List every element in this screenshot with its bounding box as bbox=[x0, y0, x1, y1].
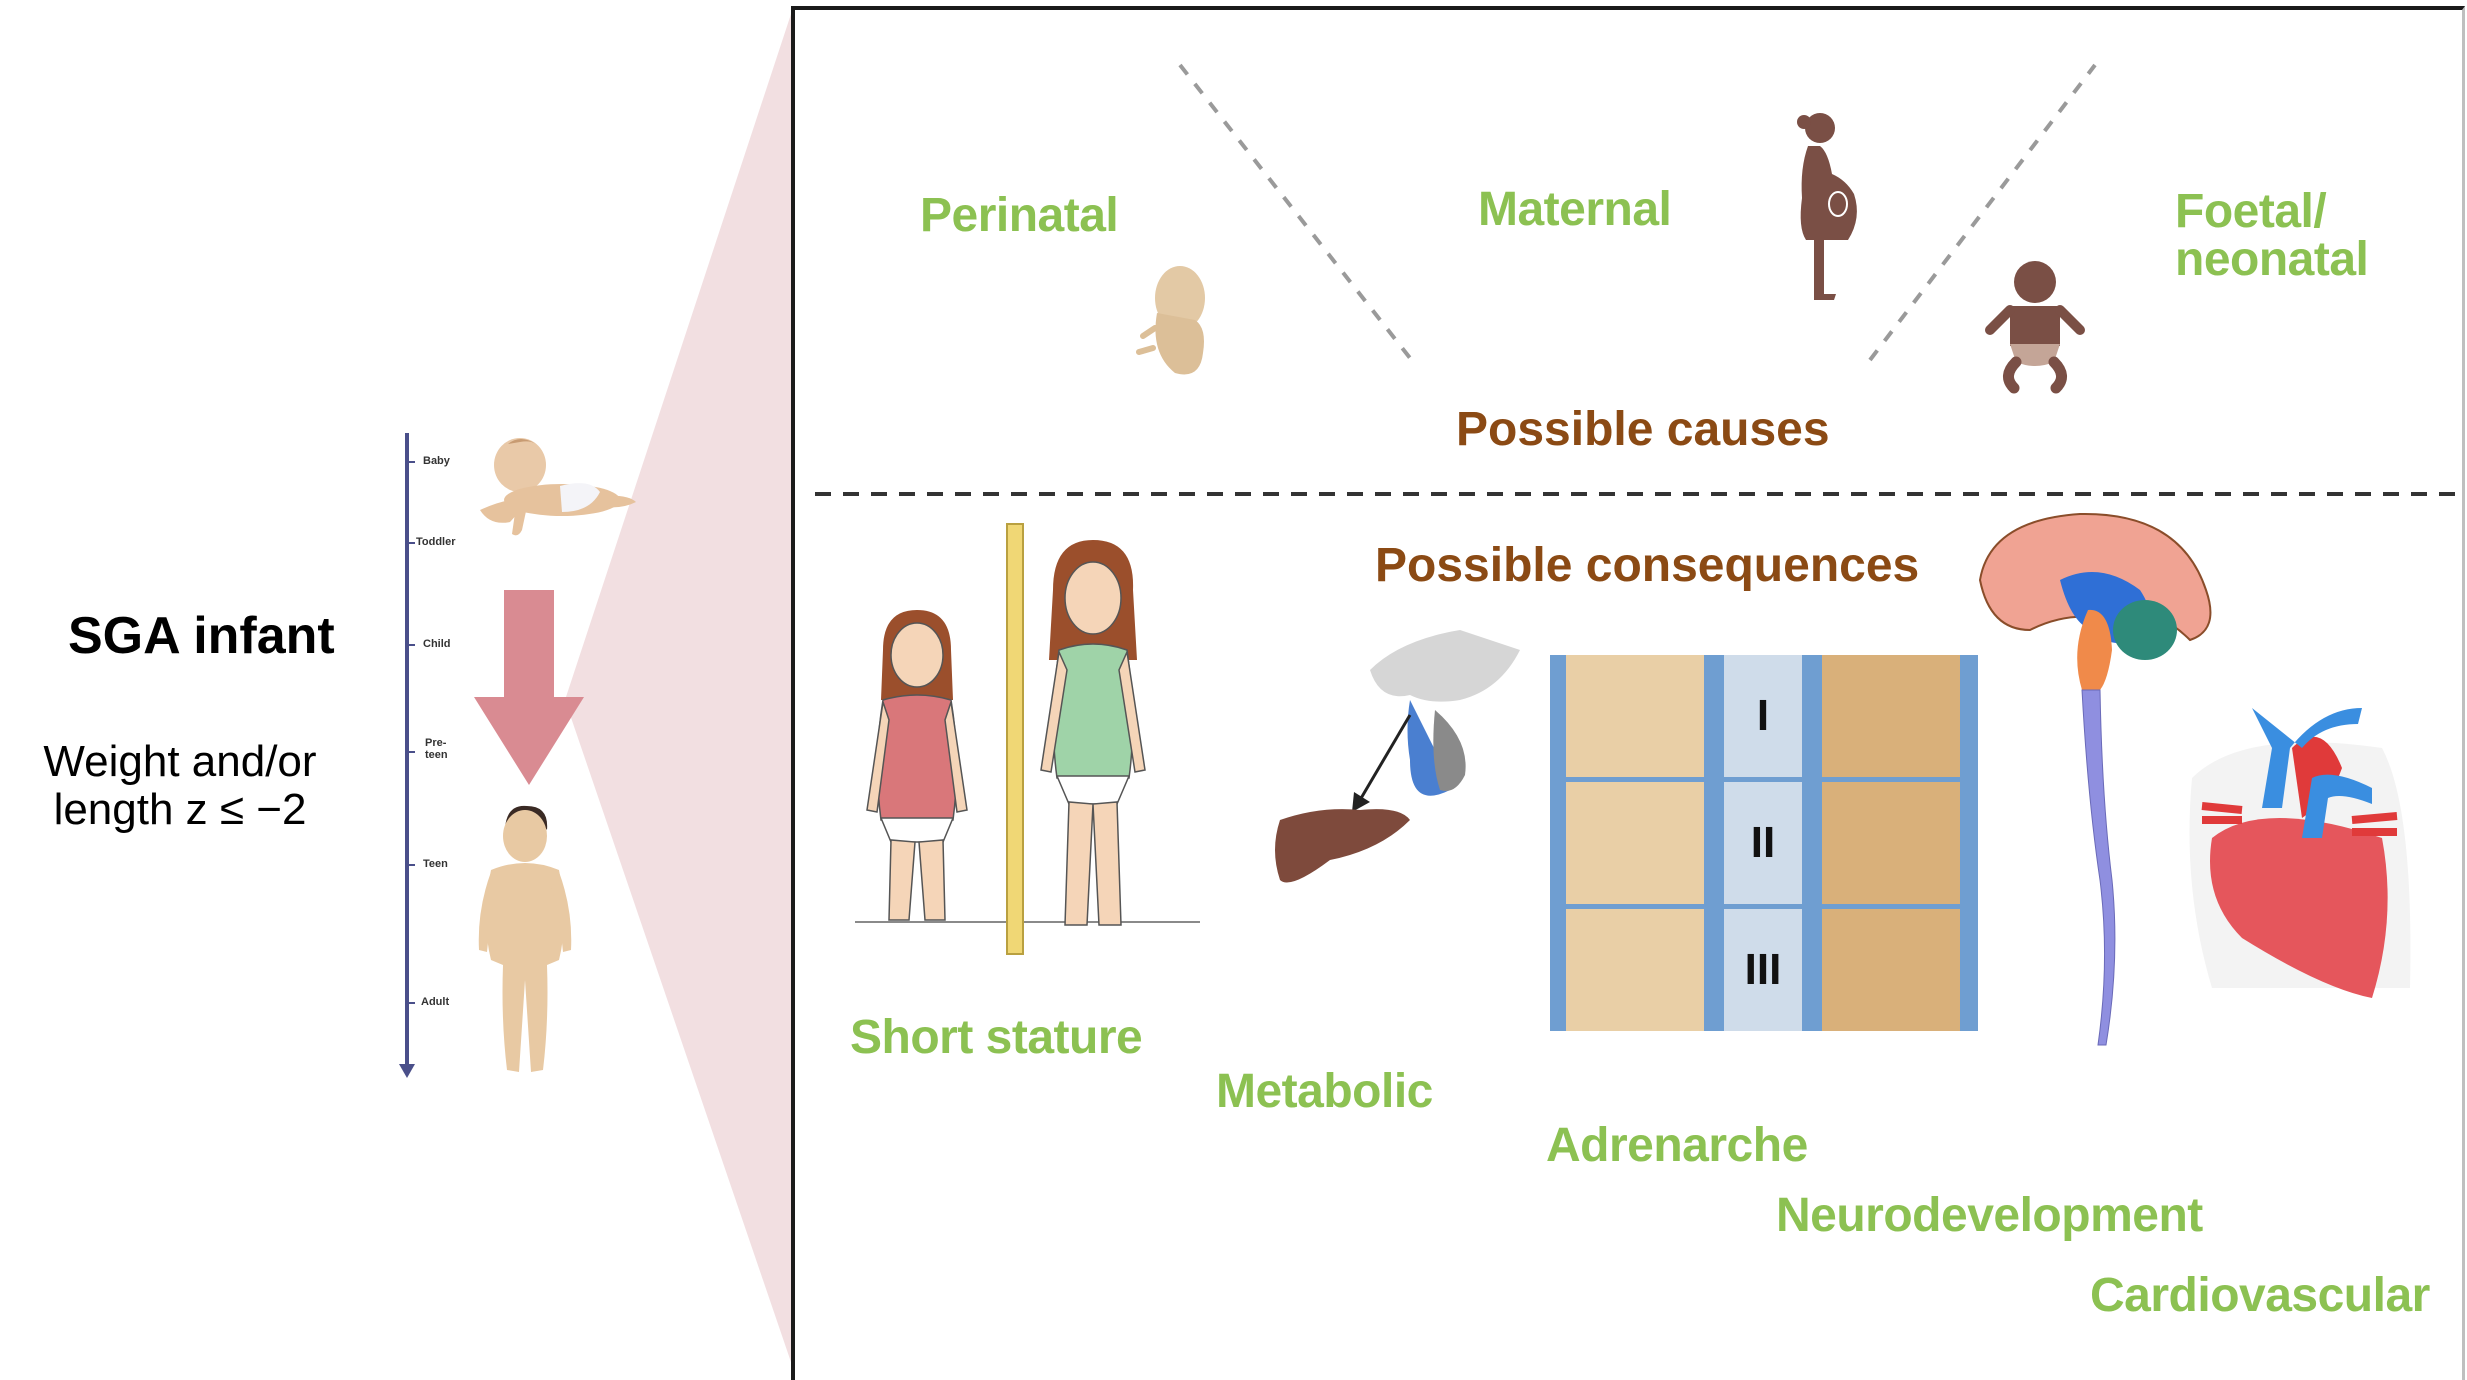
possible-causes-heading: Possible causes bbox=[1456, 403, 1830, 456]
stage-3-male bbox=[1822, 909, 1960, 1031]
stage-2-label: II bbox=[1724, 782, 1802, 904]
growth-down-arrow-icon bbox=[474, 590, 584, 785]
overweight-child-icon bbox=[478, 805, 572, 1072]
height-comparison-illustration bbox=[855, 523, 1200, 955]
stage-3-female bbox=[1566, 909, 1704, 1031]
age-timeline-axis bbox=[399, 433, 415, 1078]
timeline-label-child: Child bbox=[423, 638, 451, 650]
neonatal-line: neonatal bbox=[2175, 233, 2369, 286]
stage-1-female bbox=[1566, 655, 1704, 777]
timeline-label-toddler: Toddler bbox=[416, 536, 456, 548]
timeline-label-baby: Baby bbox=[423, 455, 450, 467]
consequence-neurodevelopment-label: Neurodevelopment bbox=[1776, 1189, 2203, 1242]
sga-infant-title: SGA infant bbox=[68, 607, 335, 665]
stage-1-male bbox=[1822, 655, 1960, 777]
foetal-line: Foetal/ bbox=[2175, 185, 2327, 238]
timeline-label-teen: Teen bbox=[423, 858, 448, 870]
crawling-baby-icon bbox=[480, 438, 636, 536]
timeline-label-adult: Adult bbox=[421, 996, 450, 1008]
pregnant-woman-icon bbox=[1797, 113, 1857, 300]
consequence-short-stature-label: Short stature bbox=[850, 1011, 1143, 1064]
possible-consequences-heading: Possible consequences bbox=[1375, 539, 1920, 592]
stage-2-female bbox=[1566, 782, 1704, 904]
cause-maternal-label: Maternal bbox=[1478, 183, 1672, 236]
stage-3-label: III bbox=[1724, 909, 1802, 1031]
sga-criteria: Weight and/or length z ≤ −2 bbox=[20, 738, 340, 834]
cause-perinatal-label: Perinatal bbox=[920, 189, 1119, 242]
pituitary-liver-illustration bbox=[1275, 630, 1520, 883]
timeline-label-preteen: Pre-teen bbox=[425, 737, 448, 761]
criteria-line-2: length z ≤ −2 bbox=[53, 785, 307, 834]
heart-icon bbox=[2189, 708, 2411, 998]
brain-icon bbox=[1978, 512, 2212, 1046]
consequence-cardiovascular-label: Cardiovascular bbox=[2090, 1269, 2430, 1322]
cause-foetal-neonatal-label: Foetal/ neonatal bbox=[2175, 185, 2369, 286]
fetus-icon bbox=[1136, 266, 1205, 375]
consequence-metabolic-label: Metabolic bbox=[1216, 1065, 1433, 1118]
stage-2-male bbox=[1822, 782, 1960, 904]
baby-icon bbox=[1985, 261, 2085, 394]
consequence-adrenarche-label: Adrenarche bbox=[1546, 1119, 1808, 1172]
pubic-hair-stages-illustration: I II III bbox=[1550, 655, 1978, 1031]
stage-1-label: I bbox=[1724, 655, 1802, 777]
criteria-line-1: Weight and/or bbox=[43, 737, 317, 786]
